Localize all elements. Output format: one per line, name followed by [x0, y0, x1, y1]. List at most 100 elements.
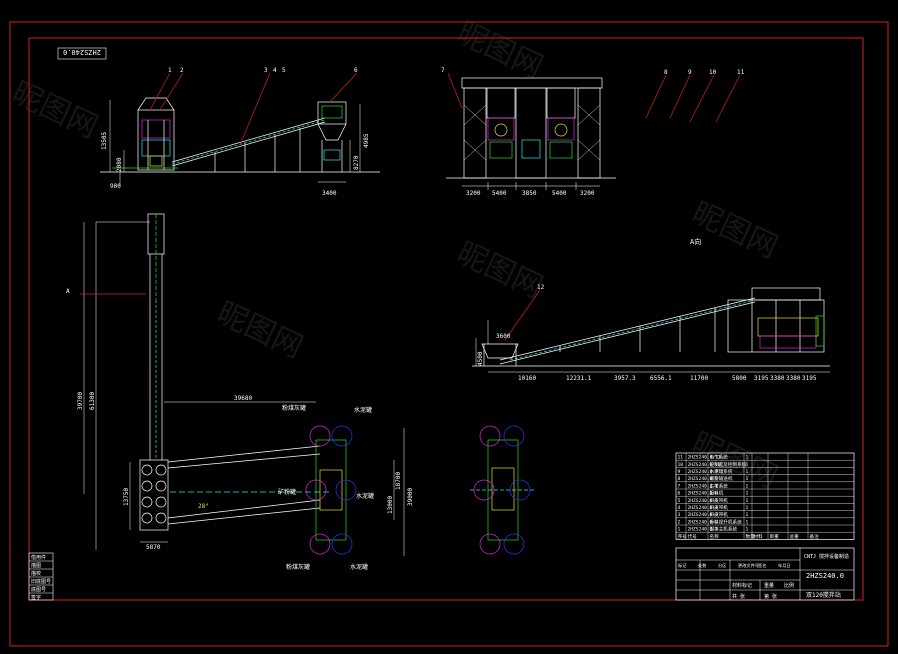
side-dim-7: 3195 [754, 375, 769, 382]
side-dim-8: 3380 [770, 375, 785, 382]
side-dim-4: 6556.1 [650, 375, 672, 382]
plan-dim-39700: 39700 [77, 392, 84, 410]
inner-border [28, 37, 864, 601]
parts-table-cell: 2 [678, 519, 681, 525]
side-vdim-4500: 4500 [477, 351, 484, 366]
parts-table-cell: 7 [678, 483, 681, 489]
arrow-a: A [66, 288, 70, 295]
view-a-title: A向 [690, 237, 701, 246]
front-dim-1: 3200 [466, 190, 481, 197]
parts-table-cell: 骨料提升机系统 [710, 518, 743, 525]
dim-13505: 13505 [101, 132, 108, 150]
parts-table-header: 序号 [678, 533, 688, 540]
side-vdim-3600: 3600 [496, 333, 511, 340]
callout-3: 3 [264, 67, 268, 74]
front-dim-5: 3200 [580, 190, 595, 197]
parts-table-cell: 9 [678, 469, 681, 475]
plan-dim-18700: 18700 [395, 472, 402, 490]
title-sheet-label: 共 张 [732, 593, 745, 600]
revision-label: 处数 [698, 562, 707, 569]
revision-block: 标记处数分区更改文件号签名年月日 [678, 562, 791, 569]
strip-label-2: 描图 [31, 562, 41, 569]
callouts-8-11: 8 9 10 11 [645, 69, 745, 123]
callout-2: 2 [180, 67, 184, 74]
plan-dim-5870: 5870 [146, 544, 161, 551]
callout-12: 12 [537, 284, 545, 291]
dim-900: 900 [110, 183, 121, 190]
revision-label: 更改文件号 [738, 562, 759, 569]
plan-dim-39000: 39000 [407, 488, 414, 506]
dim-3400: 3400 [322, 190, 337, 197]
plant-detail-view [470, 425, 536, 555]
parts-table-cell: 6 [678, 491, 681, 497]
dim-4985: 4985 [363, 133, 370, 148]
parts-table-header: 名称 [710, 533, 720, 540]
side-view-a [472, 287, 830, 373]
parts-table-cell: 8 [678, 476, 681, 482]
revision-label: 签名 [758, 562, 766, 569]
dim-2080: 2080 [116, 157, 123, 172]
watermark-text-4: 昵图网 [687, 196, 783, 266]
label-bin-tr: 水泥罐 [354, 406, 372, 414]
parts-table-cell: 1 [746, 527, 749, 533]
parts-table-cell: 4 [678, 505, 681, 511]
parts-table-cell: 配料机 [710, 490, 724, 497]
parts-table-cell: 水泥罐系统 [710, 468, 733, 475]
parts-table-header: 数量 [746, 533, 756, 540]
parts-table-cell: 2HZS240.0-7 [688, 483, 719, 489]
parts-table-cell: 螺旋输送机 [710, 475, 733, 482]
side-dim-9: 3380 [786, 375, 801, 382]
callout-10: 10 [709, 69, 717, 76]
plan-view [80, 213, 405, 556]
label-bin-mid-r: 水泥罐 [356, 492, 374, 500]
callout-1: 1 [168, 67, 172, 74]
flipped-drawing-number: 2HZS240.0 [63, 48, 101, 56]
side-dim-3: 3957.3 [614, 375, 636, 382]
parts-table-cell: 2HZS240.0-4 [688, 505, 719, 511]
parts-table-cell: 10 [678, 462, 684, 468]
front-labels: 7 3200 5400 3850 5400 3200 [441, 67, 595, 197]
side-dim-2: 12231.1 [566, 375, 592, 382]
elevation-view [100, 72, 380, 186]
strip-label-1: 借用件 [31, 554, 46, 561]
label-bin-br: 水泥罐 [350, 563, 368, 571]
watermark-text-6: 昵图网 [7, 76, 103, 146]
title-material-label: 材料标记 [732, 582, 752, 589]
parts-table-cell: 控制室及控制系统 [710, 461, 747, 468]
parts-table-cell: 2HZS240.0-3 [688, 512, 719, 518]
label-bin-bl: 粉煤灰罐 [286, 563, 310, 571]
parts-table-cell: 1 [746, 498, 749, 504]
parts-table-cell: 11 [678, 455, 684, 461]
strip-label-4: 旧底图号 [31, 578, 51, 585]
parts-table-cell: 搅拌主机系统 [710, 526, 738, 533]
parts-table-cell: 2HZS240.0-5 [688, 498, 719, 504]
parts-table-cell: 2HZS240.0-6 [688, 491, 719, 497]
side-dim-6: 5800 [732, 375, 747, 382]
watermark: 昵图网 昵图网 昵图网 昵图网 昵图网 昵图网 [7, 16, 783, 496]
label-bin-tl: 粉煤灰罐 [282, 404, 306, 412]
title-weight-label: 重量 [764, 582, 774, 589]
strip-label-3: 描校 [31, 570, 41, 577]
parts-table-cell: 1 [678, 527, 681, 533]
parts-table-cell: 斜皮带机 [710, 504, 729, 511]
callout-8: 8 [664, 69, 668, 76]
parts-table-cell: 1 [746, 476, 749, 482]
parts-table-cell: 1 [746, 455, 749, 461]
left-strip: 借用件 描图 描校 旧底图号 底图号 签字 [28, 552, 54, 601]
parts-table-cell: 1 [746, 462, 749, 468]
flipped-label-box: 2HZS240.0 [57, 47, 107, 60]
side-view-labels: A向 12 3600 4500 10160 12231.1 3957.3 655… [477, 237, 817, 382]
plan-dim-13000: 13000 [387, 496, 394, 514]
parts-table-cell: 电气系统 [710, 454, 729, 461]
dim-8270: 8270 [353, 155, 360, 170]
parts-table-cell: 1 [746, 469, 749, 475]
title-of-label: 第 张 [764, 593, 777, 600]
outer-border [9, 21, 889, 647]
callout-9: 9 [688, 69, 692, 76]
label-bin-mid-l: 矿粉罐 [278, 488, 296, 496]
parts-table-cell: 主楼系统 [710, 482, 729, 489]
parts-table-cell: 2HZS240.0-2 [688, 519, 719, 525]
revision-label: 分区 [718, 562, 726, 569]
